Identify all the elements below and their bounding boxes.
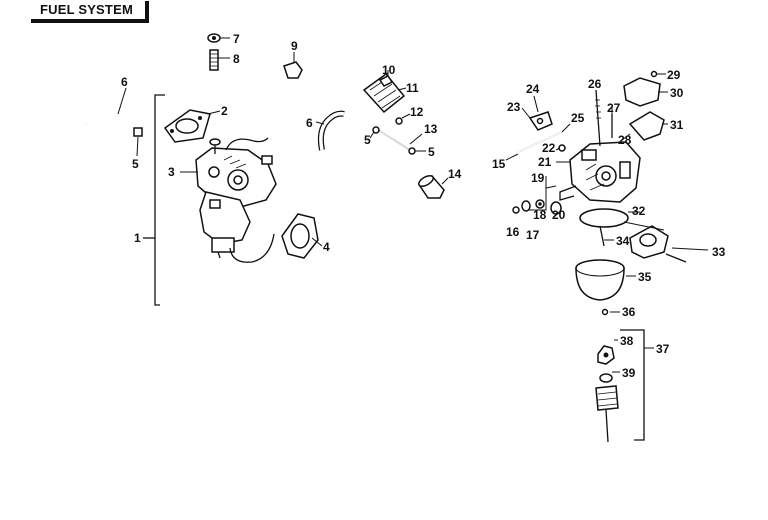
part-5-clamp-rod-right <box>408 147 426 155</box>
callout-32: 32 <box>632 204 646 218</box>
part-12-spring <box>395 113 411 125</box>
callout-30: 30 <box>670 86 684 100</box>
part-1-carburetor-assembly <box>180 137 277 263</box>
callout-9: 9 <box>291 39 298 53</box>
callout-2: 2 <box>221 104 228 118</box>
part-24-throttle-lever <box>528 95 553 131</box>
callout-27: 27 <box>607 101 621 115</box>
part-34-float-pin <box>599 225 614 247</box>
callout-5a: 5 <box>132 157 139 171</box>
part-13-link-rod <box>377 129 423 151</box>
part-39-o-ring <box>599 371 620 383</box>
callout-17: 17 <box>526 228 540 242</box>
part-14-fuel-filter <box>418 174 449 199</box>
part-37-bracket <box>620 329 654 441</box>
callout-24: 24 <box>526 82 540 96</box>
callout-20: 20 <box>552 208 566 222</box>
part-37-fuel-solenoid <box>595 385 619 443</box>
part-9-fitting <box>283 52 303 79</box>
callout-37: 37 <box>656 342 670 356</box>
part-35-float-bowl <box>575 259 636 301</box>
callout-39: 39 <box>622 366 636 380</box>
callout-4: 4 <box>323 240 330 254</box>
part-32-bowl-gasket <box>579 208 640 228</box>
callout-23: 23 <box>507 100 521 114</box>
diagram-title: FUEL SYSTEM <box>40 2 133 17</box>
callout-1: 1 <box>134 231 141 245</box>
part-30-cover <box>623 77 668 107</box>
part-31-diaphragm <box>628 111 668 141</box>
carburetor-body-right <box>559 141 641 203</box>
part-29-screw <box>650 70 666 78</box>
part-6-fuel-hose-middle <box>315 110 345 151</box>
part-16-needle <box>512 206 520 214</box>
part-7-nut <box>207 33 230 43</box>
callout-29: 29 <box>667 68 681 82</box>
callout-11: 11 <box>406 81 419 95</box>
part-2-gasket <box>163 109 221 143</box>
callout-6a: 6 <box>121 75 128 89</box>
callout-22: 22 <box>542 141 556 155</box>
part-8-stud <box>209 49 230 71</box>
part-6-fuel-hose-left <box>85 87 136 129</box>
diagram-title-box: FUEL SYSTEM <box>31 1 149 23</box>
part-5-clamp-rod-left <box>369 126 380 139</box>
callout-13: 13 <box>424 122 438 136</box>
part-11-bracket-plate <box>362 72 407 114</box>
part-17-spring <box>521 200 531 212</box>
callout-35: 35 <box>638 270 652 284</box>
part-26-idle-screw <box>595 89 601 147</box>
callout-10: 10 <box>382 63 396 77</box>
callout-15: 15 <box>492 157 506 171</box>
callout-33: 33 <box>712 245 726 259</box>
callout-28: 28 <box>618 133 632 147</box>
part-36-ball <box>601 308 620 316</box>
bracket-assembly-1 <box>143 94 165 306</box>
callout-14: 14 <box>448 167 462 181</box>
callout-31: 31 <box>670 118 684 132</box>
part-10-clip <box>378 70 394 87</box>
callout-7: 7 <box>233 32 240 46</box>
part-22-spring <box>555 144 566 152</box>
part-18-washer <box>535 199 545 209</box>
part-4-gasket-plate <box>281 213 323 259</box>
callout-12: 12 <box>410 105 424 119</box>
part-15-shaft-seal <box>505 153 519 161</box>
callout-36: 36 <box>622 305 636 319</box>
callout-5c: 5 <box>428 145 435 159</box>
callout-5b: 5 <box>364 133 371 147</box>
part-33-float <box>623 221 709 263</box>
callout-26: 26 <box>588 77 602 91</box>
part-5-hose-clamp-left <box>133 127 143 157</box>
callout-labels: 1 2 3 4 5 6 7 8 9 6 10 11 12 5 13 5 14 2… <box>121 32 726 380</box>
part-38-solenoid-nut <box>597 339 618 365</box>
callout-25: 25 <box>571 111 585 125</box>
callout-3: 3 <box>168 165 175 179</box>
callout-16: 16 <box>506 225 520 239</box>
part-20-plug <box>550 201 562 215</box>
callout-18: 18 <box>533 208 547 222</box>
callout-34: 34 <box>616 234 630 248</box>
part-25-throttle-shaft <box>517 123 571 153</box>
callout-19: 19 <box>531 171 545 185</box>
part-28-gasket <box>621 133 631 141</box>
callout-6b: 6 <box>306 116 313 130</box>
callout-21: 21 <box>538 155 552 169</box>
part-23-screw <box>521 107 531 119</box>
callout-8: 8 <box>233 52 240 66</box>
part-19-bracket <box>526 176 557 211</box>
callout-38: 38 <box>620 334 634 348</box>
